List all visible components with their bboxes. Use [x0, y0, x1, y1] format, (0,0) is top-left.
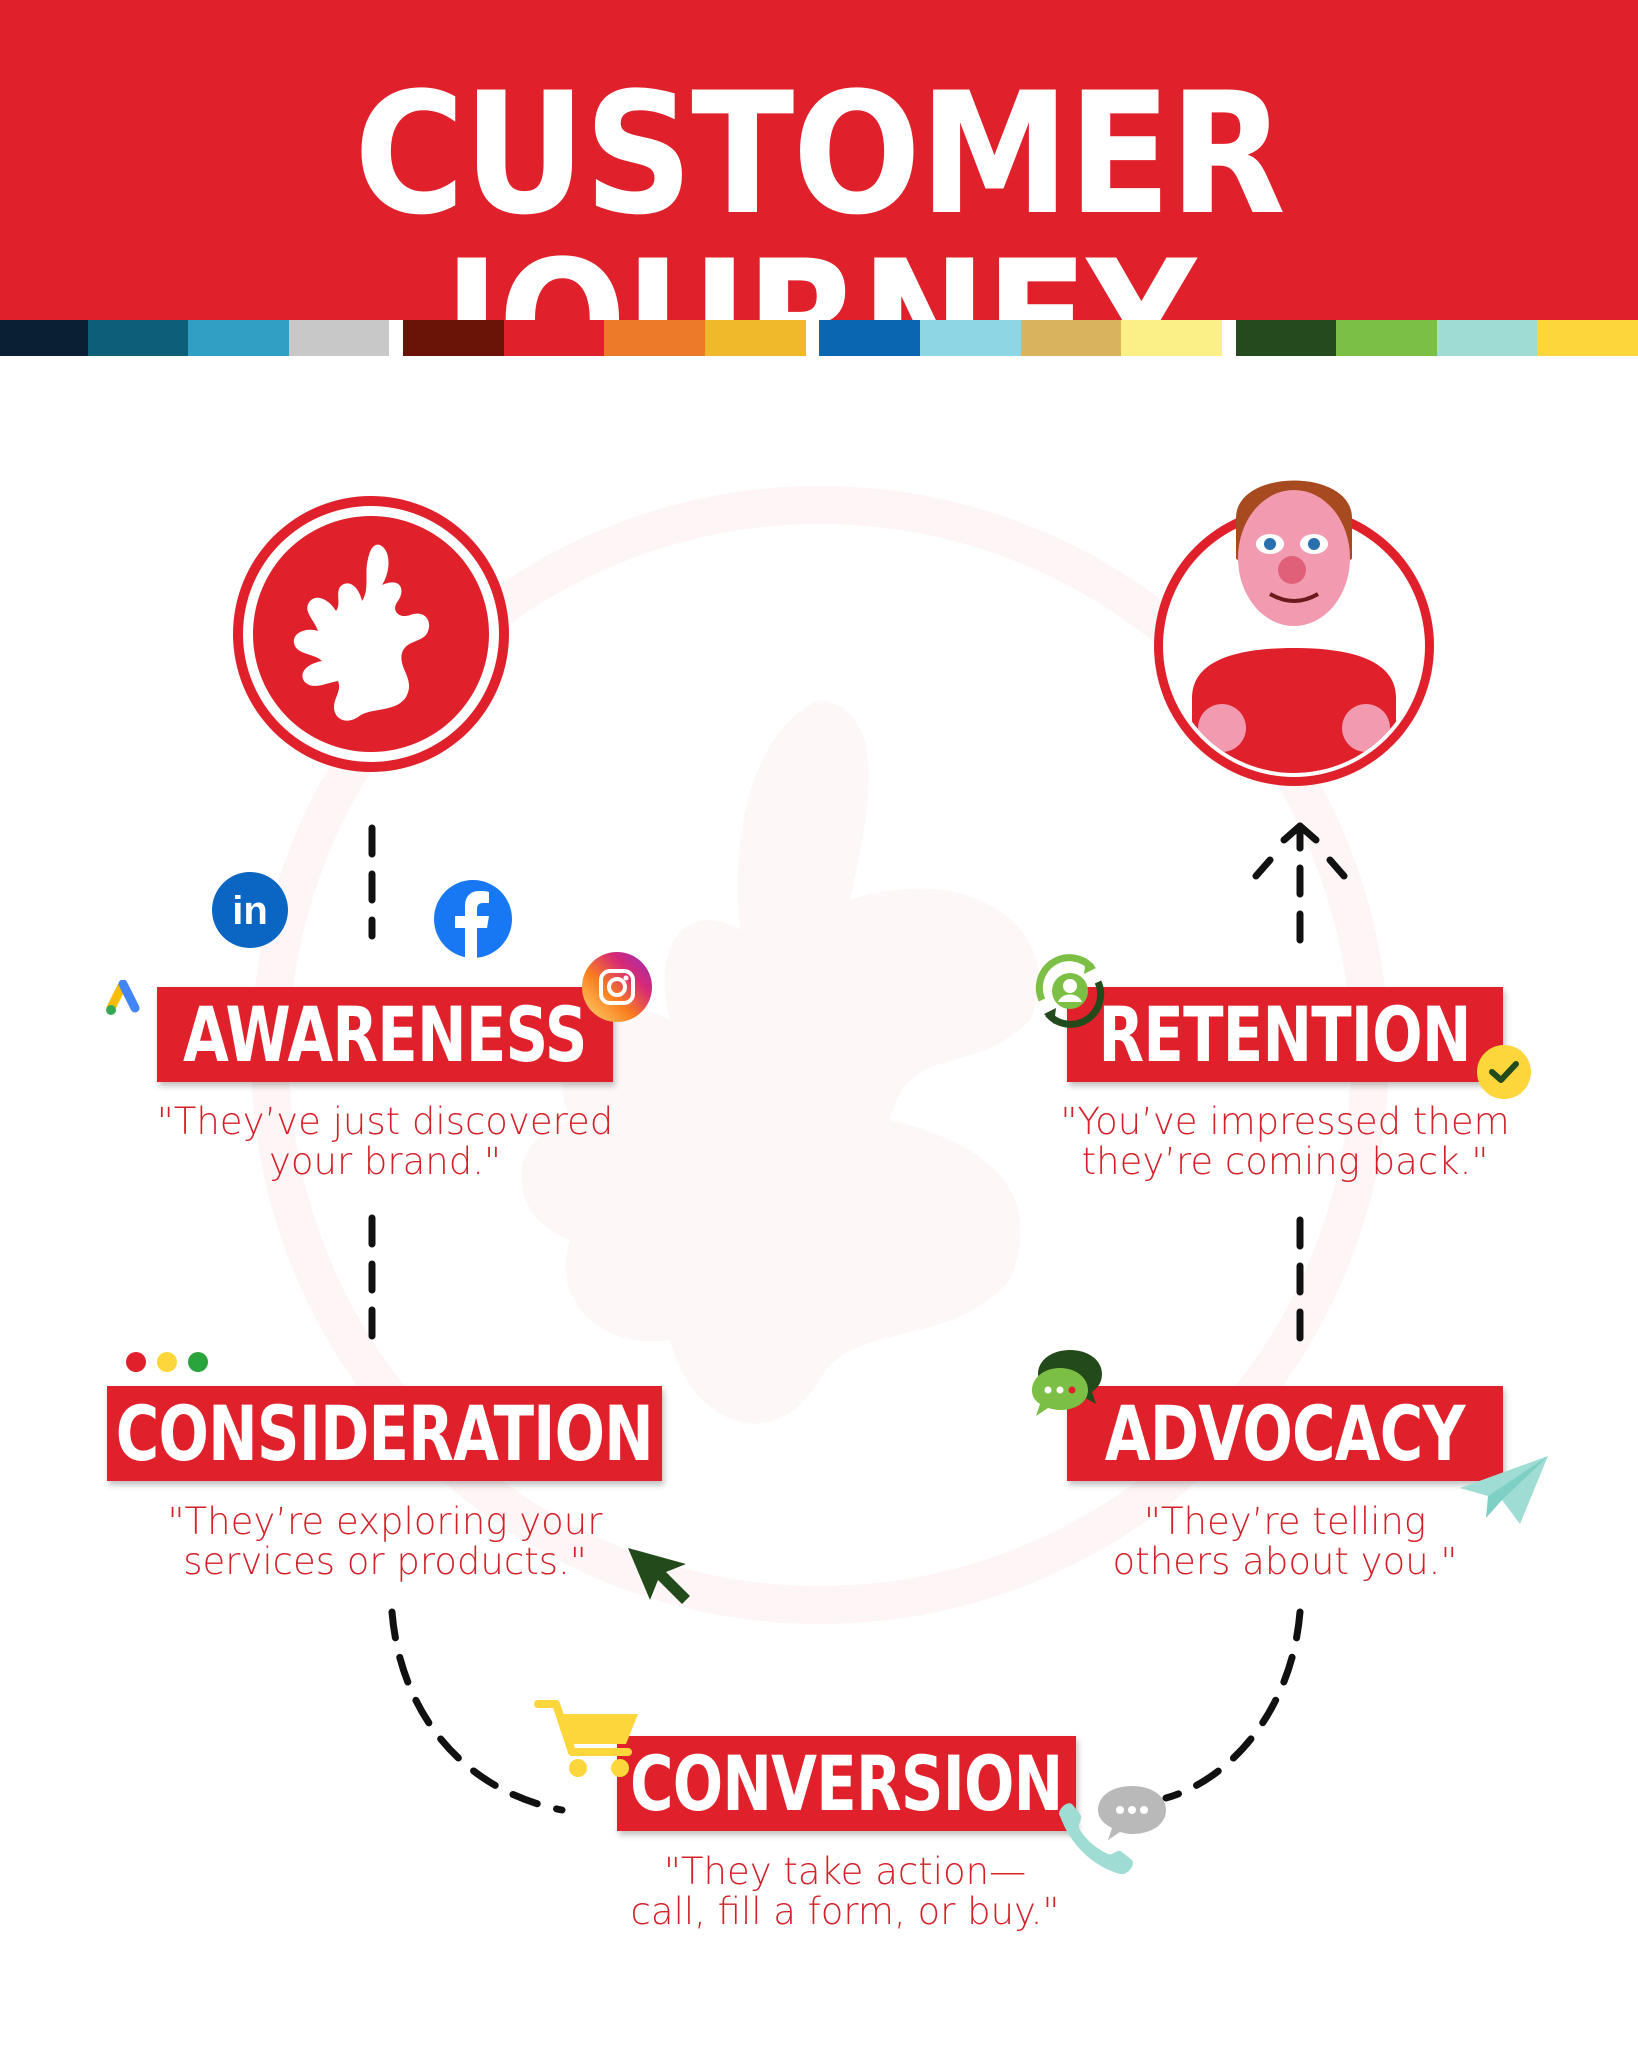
stripe-segment [1221, 320, 1236, 356]
stripe-segment [403, 320, 504, 356]
stripe-segment [1020, 320, 1122, 356]
awareness-description: "They’ve just discovered your brand." [156, 1100, 614, 1183]
stripe-segment [1121, 320, 1222, 356]
chat-bubbles-icon [1032, 1350, 1102, 1416]
stripe-segment [805, 320, 820, 356]
conversion-description: "They take action— call, fill a form, or… [630, 1850, 1060, 1933]
awareness-label: AWARENESS [157, 987, 613, 1082]
stripe-segment [1537, 320, 1638, 356]
advocacy-description: "They’re telling others about you." [1112, 1500, 1458, 1583]
stripe-segment [87, 320, 189, 356]
stripe-segment [604, 320, 705, 356]
phone-chat-icon [1059, 1786, 1166, 1875]
stripe-segment [920, 320, 1021, 356]
conversion-label: CONVERSION [617, 1736, 1076, 1831]
paper-plane-icon [1460, 1456, 1548, 1524]
linkedin-icon: in [212, 872, 288, 948]
consideration-description: "They’re exploring your services or prod… [167, 1500, 603, 1583]
facebook-icon [434, 880, 512, 958]
color-stripe [0, 320, 1638, 356]
arrow-up-icon [1252, 822, 1348, 880]
shopping-cart-icon [534, 1700, 638, 1777]
stripe-segment [1336, 320, 1437, 356]
consideration-label: CONSIDERATION [107, 1386, 662, 1481]
retention-label: RETENTION [1067, 987, 1503, 1082]
refresh-user-icon [1035, 954, 1105, 1028]
instagram-icon [582, 952, 652, 1022]
stripe-segment [704, 320, 806, 356]
check-icon [1477, 1045, 1531, 1099]
mascot-avatar [1154, 480, 1434, 786]
advocacy-label: ADVOCACY [1067, 1386, 1503, 1481]
google-ads-icon [106, 980, 140, 1015]
stripe-segment [1436, 320, 1538, 356]
stripe-segment [188, 320, 289, 356]
stripe-segment [0, 320, 88, 356]
stripe-segment [288, 320, 390, 356]
arrow-pointer-icon [628, 1548, 690, 1604]
svg-text:in: in [232, 889, 268, 933]
retention-description: "You’ve impressed them they’re coming ba… [1060, 1100, 1510, 1183]
stripe-segment [819, 320, 920, 356]
header-banner: CUSTOMER JOURNEY [0, 0, 1638, 406]
stripe-segment [389, 320, 404, 356]
dots-icon [126, 1352, 208, 1372]
stripe-segment [1235, 320, 1337, 356]
stripe-segment [503, 320, 605, 356]
coral-logo-icon [233, 496, 509, 772]
